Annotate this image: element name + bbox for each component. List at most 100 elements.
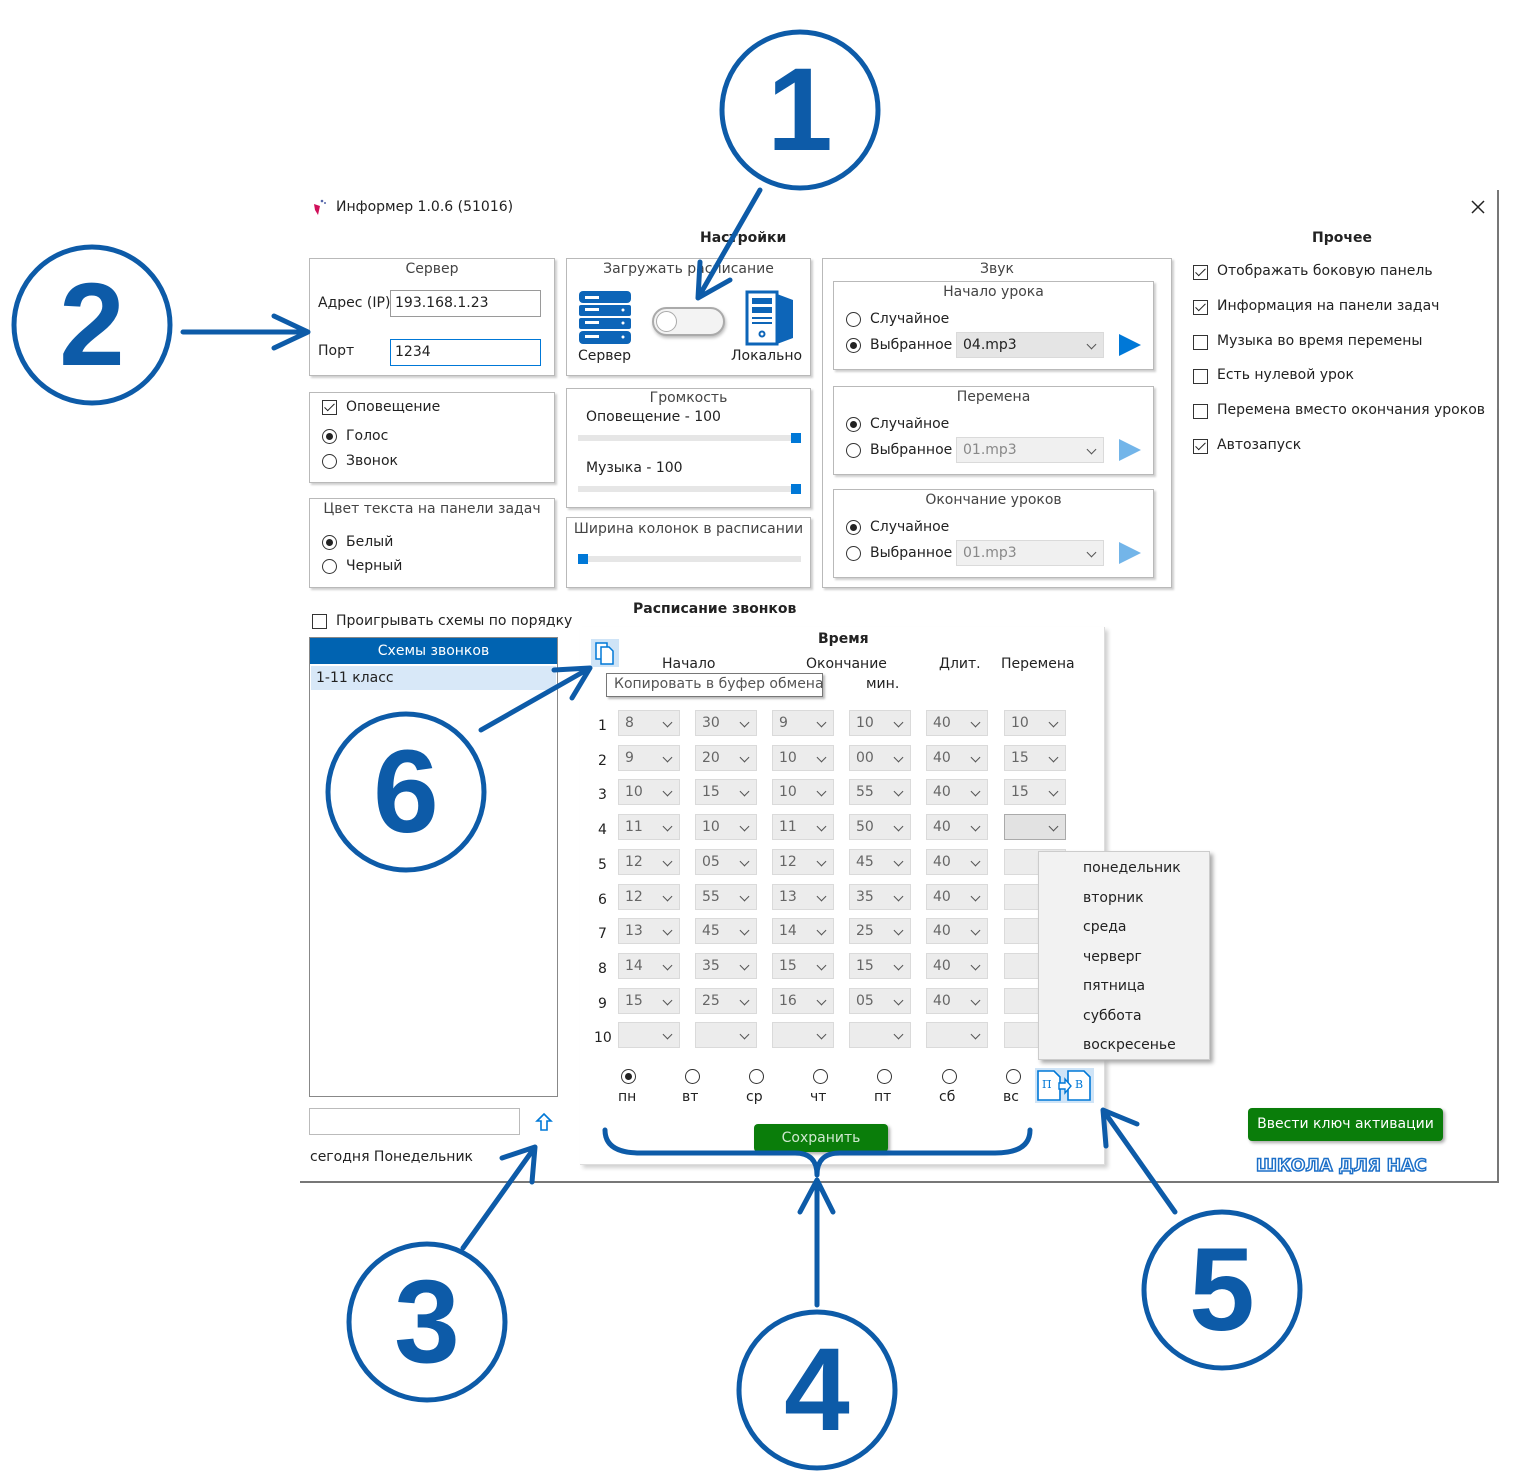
time-select[interactable]: 12 xyxy=(618,883,680,910)
day-menu-item[interactable]: понедельник xyxy=(1083,860,1181,876)
upload-arrow-icon[interactable] xyxy=(535,1112,553,1136)
time-select[interactable]: 14 xyxy=(618,952,680,979)
time-select[interactable]: 05 xyxy=(695,848,757,875)
time-select[interactable]: 40 xyxy=(926,883,988,910)
time-select[interactable]: 16 xyxy=(772,987,834,1014)
time-select[interactable]: 14 xyxy=(772,918,834,945)
time-select[interactable]: 00 xyxy=(849,744,911,771)
time-select[interactable]: 8 xyxy=(618,710,680,736)
close-icon[interactable] xyxy=(1470,199,1486,215)
column-width-slider[interactable] xyxy=(578,556,801,562)
time-select[interactable]: 25 xyxy=(849,918,911,945)
time-select[interactable]: 11 xyxy=(618,814,680,841)
other-option-checkbox[interactable] xyxy=(1193,334,1208,350)
time-select[interactable]: 05 xyxy=(849,987,911,1014)
random-sound-radio[interactable] xyxy=(846,312,861,327)
time-select[interactable]: 55 xyxy=(695,883,757,910)
time-select[interactable]: 13 xyxy=(618,918,680,945)
column-width-thumb[interactable] xyxy=(578,554,588,564)
time-select[interactable]: 15 xyxy=(849,952,911,979)
time-select[interactable]: 10 xyxy=(772,744,834,771)
time-select[interactable]: 25 xyxy=(695,987,757,1014)
other-option-checkbox[interactable] xyxy=(1193,265,1208,280)
time-select[interactable]: 50 xyxy=(849,814,911,841)
day-radio[interactable] xyxy=(749,1069,764,1084)
time-select[interactable] xyxy=(849,1022,911,1049)
day-menu-item[interactable]: черверг xyxy=(1083,948,1142,965)
day-menu-item[interactable]: среда xyxy=(1083,919,1127,935)
time-select[interactable]: 9 xyxy=(772,710,834,736)
day-radio[interactable] xyxy=(685,1069,700,1084)
time-select[interactable]: 10 xyxy=(772,779,834,806)
time-select[interactable] xyxy=(926,1022,988,1049)
scheme-item[interactable]: 1-11 класс xyxy=(311,666,556,690)
time-select[interactable]: 10 xyxy=(695,814,757,841)
time-select[interactable]: 10 xyxy=(618,779,680,806)
notification-volume-slider[interactable] xyxy=(578,435,801,441)
time-select[interactable]: 15 xyxy=(1004,779,1066,806)
time-select[interactable]: 15 xyxy=(695,779,757,806)
transfer-day-icon[interactable]: П В xyxy=(1035,1068,1094,1103)
white-radio[interactable] xyxy=(322,535,337,550)
time-select[interactable]: 40 xyxy=(926,848,988,875)
load-source-toggle[interactable] xyxy=(652,307,725,336)
play-icon[interactable] xyxy=(1119,439,1141,461)
copy-icon[interactable] xyxy=(591,639,619,667)
day-radio[interactable] xyxy=(942,1069,957,1084)
port-input[interactable]: 1234 xyxy=(390,339,541,366)
play-in-order-checkbox[interactable] xyxy=(312,614,327,629)
other-option-checkbox[interactable] xyxy=(1193,404,1208,420)
day-menu-item[interactable]: суббота xyxy=(1083,1007,1142,1024)
time-select[interactable]: 10 xyxy=(849,710,911,736)
new-scheme-input[interactable] xyxy=(309,1108,520,1135)
time-select[interactable]: 20 xyxy=(695,744,757,771)
time-select[interactable]: 35 xyxy=(849,883,911,910)
time-select[interactable]: 40 xyxy=(926,779,988,806)
time-select[interactable] xyxy=(618,1022,680,1049)
sound-file-select[interactable]: 01.mp3 xyxy=(956,540,1104,566)
chosen-sound-radio[interactable] xyxy=(846,443,861,458)
activation-button[interactable]: Ввести ключ активации xyxy=(1248,1108,1443,1141)
time-select[interactable]: 40 xyxy=(926,952,988,979)
time-select[interactable]: 15 xyxy=(772,952,834,979)
play-icon[interactable] xyxy=(1119,334,1141,356)
music-volume-slider[interactable] xyxy=(578,486,801,492)
day-radio[interactable] xyxy=(877,1069,892,1084)
time-select[interactable]: 12 xyxy=(618,848,680,875)
chosen-sound-radio[interactable] xyxy=(846,338,861,353)
random-sound-radio[interactable] xyxy=(846,417,861,432)
time-select[interactable]: 40 xyxy=(926,744,988,771)
time-select[interactable] xyxy=(695,1022,757,1049)
notification-checkbox[interactable] xyxy=(322,400,337,415)
day-menu-item[interactable]: вторник xyxy=(1083,889,1144,906)
day-radio[interactable] xyxy=(1006,1069,1021,1084)
time-select[interactable]: 35 xyxy=(695,952,757,979)
time-select[interactable]: 55 xyxy=(849,779,911,806)
time-select[interactable]: 9 xyxy=(618,744,680,771)
day-radio[interactable] xyxy=(621,1069,636,1084)
time-select[interactable]: 45 xyxy=(849,848,911,875)
random-sound-radio[interactable] xyxy=(846,520,861,535)
day-menu-item[interactable]: воскресенье xyxy=(1083,1037,1176,1053)
day-radio[interactable] xyxy=(813,1069,828,1084)
time-select[interactable]: 45 xyxy=(695,918,757,945)
time-select[interactable]: 10 xyxy=(1004,710,1066,736)
save-button[interactable]: Сохранить xyxy=(754,1124,888,1152)
other-option-checkbox[interactable] xyxy=(1193,369,1208,385)
chosen-sound-radio[interactable] xyxy=(846,546,861,561)
sound-file-select[interactable]: 04.mp3 xyxy=(956,332,1104,358)
time-select[interactable]: 15 xyxy=(618,987,680,1014)
black-radio[interactable] xyxy=(322,559,337,574)
time-select[interactable]: 11 xyxy=(772,814,834,841)
time-select[interactable]: 30 xyxy=(695,710,757,736)
time-select[interactable]: 40 xyxy=(926,918,988,945)
time-select[interactable]: 40 xyxy=(926,814,988,841)
time-select[interactable]: 15 xyxy=(1004,744,1066,771)
time-select[interactable]: 40 xyxy=(926,710,988,736)
time-select[interactable] xyxy=(1004,814,1066,841)
ip-input[interactable]: 193.168.1.23 xyxy=(390,290,541,317)
time-select[interactable]: 13 xyxy=(772,883,834,910)
other-option-checkbox[interactable] xyxy=(1193,299,1208,315)
notification-volume-thumb[interactable] xyxy=(791,433,801,443)
other-option-checkbox[interactable] xyxy=(1193,439,1208,454)
